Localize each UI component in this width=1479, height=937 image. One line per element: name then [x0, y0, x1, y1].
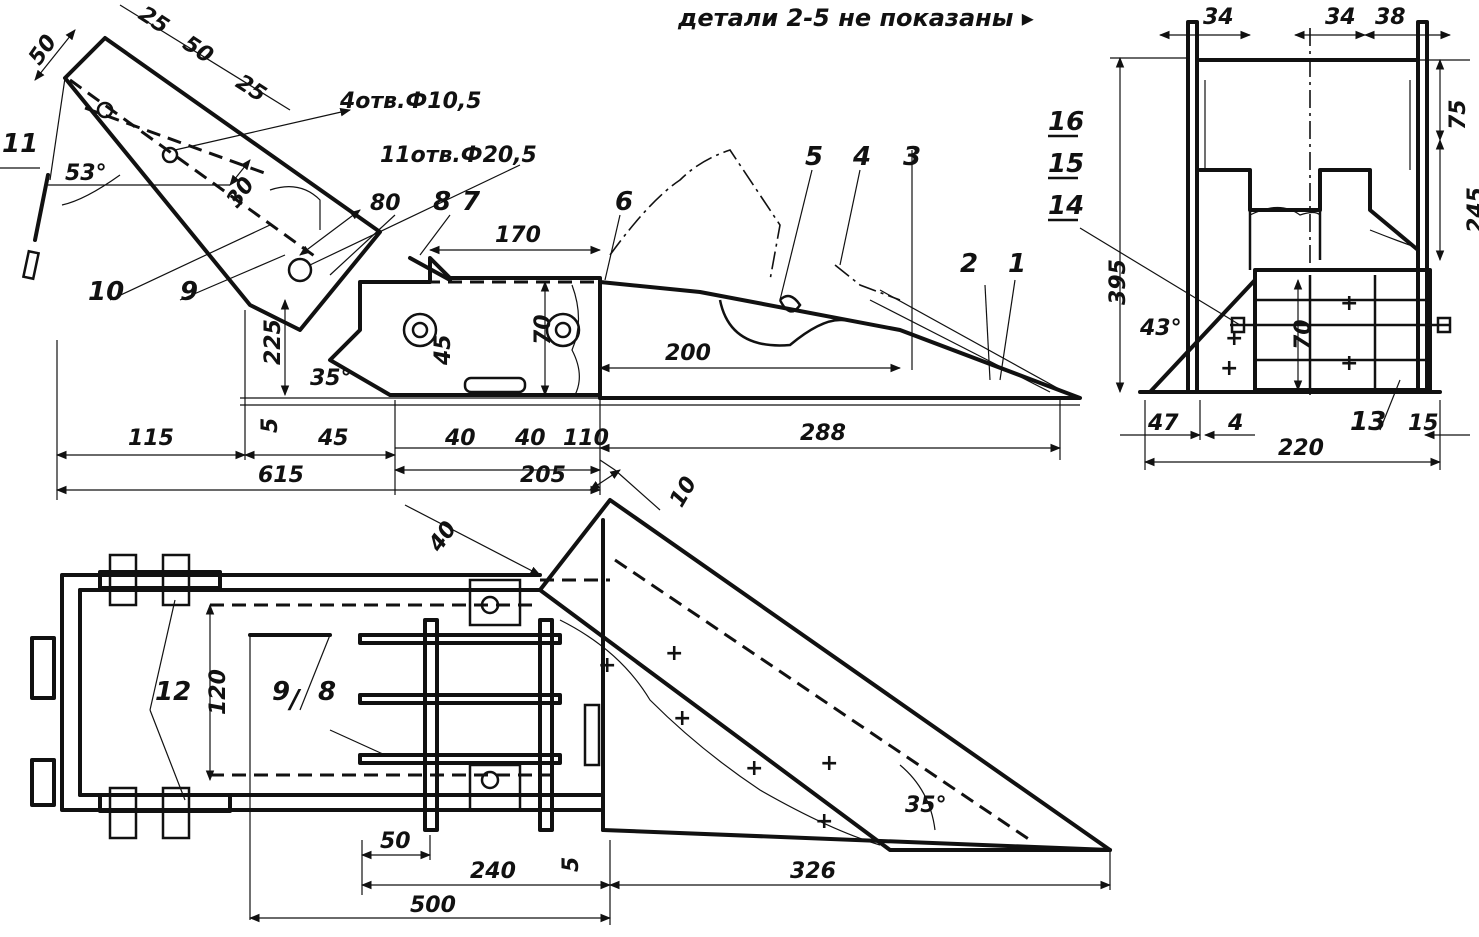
end-dim-245: 245: [1464, 187, 1479, 233]
end-post-right: [1416, 20, 1429, 394]
bolt-group-left: [98, 553, 232, 840]
svg-text:+: +: [665, 641, 683, 666]
part-label-1: 1: [1008, 249, 1026, 279]
plan-dim-120: 120: [206, 669, 231, 715]
arm-hidden-edge: [69, 78, 321, 262]
dim-5-side: 5: [258, 418, 283, 433]
end-post-left: [1186, 20, 1199, 394]
dim-288: 288: [800, 421, 846, 446]
angle-35-side: 35°: [310, 366, 352, 391]
part-label-13: 13: [1350, 407, 1386, 437]
svg-text:+: +: [1340, 351, 1358, 376]
dim-25-b: 25: [231, 70, 270, 108]
svg-text:+: +: [1220, 356, 1238, 381]
plan-dim-10: 10: [665, 473, 702, 512]
svg-text:+: +: [673, 706, 691, 731]
plan-dim-326: 326: [790, 859, 836, 884]
end-dim-15: 15: [1408, 411, 1439, 436]
base-plate: [328, 256, 602, 397]
end-dim-4: 4: [1227, 411, 1243, 436]
plan-dim-50: 50: [380, 829, 411, 854]
dim-170: 170: [495, 223, 541, 248]
svg-text:+: +: [1225, 326, 1243, 351]
svg-text:+: +: [598, 653, 616, 678]
end-dim-75: 75: [1446, 99, 1471, 130]
dim-50-b: 50: [178, 31, 217, 69]
svg-text:+: +: [820, 751, 838, 776]
svg-text:+: +: [815, 809, 833, 834]
angle-53: 53°: [65, 161, 107, 186]
hole-small-2: [161, 146, 179, 164]
end-dim-38: 38: [1375, 5, 1406, 30]
part-label-7: 7: [462, 187, 481, 217]
svg-text:+: +: [745, 756, 763, 781]
dim-50-top: 50: [24, 30, 62, 69]
part-label-4: 4: [852, 142, 871, 172]
coulter-body: [598, 280, 1082, 400]
part-label-14: 14: [1048, 191, 1084, 221]
part-11-strap: [33, 173, 50, 242]
plan-frame-outer: [60, 573, 602, 812]
dim-45-horizontal: 45: [317, 426, 349, 451]
dim-205: 205: [520, 463, 566, 488]
end-angle-43: 43°: [1139, 316, 1182, 341]
end-dim-395: 395: [1106, 259, 1131, 305]
part-label-12: 12: [155, 677, 191, 707]
end-dim-34-b: 34: [1325, 5, 1356, 30]
part-label-5: 5: [805, 142, 823, 172]
dim-40-b: 40: [514, 426, 546, 451]
end-dim-70: 70: [1291, 319, 1316, 350]
dim-225: 225: [261, 319, 286, 365]
dim-615: 615: [258, 463, 304, 488]
part-label-9: 9: [180, 277, 198, 307]
hole-large: [287, 257, 313, 283]
part-label-6: 6: [615, 187, 633, 217]
part-label-2: 2: [960, 249, 978, 279]
dim-115: 115: [128, 426, 174, 451]
dim-70: 70: [531, 314, 556, 345]
dim-40-a: 40: [444, 426, 476, 451]
plan-blade-hidden: [614, 558, 1031, 842]
side-view: [0, 4, 1082, 500]
holes-large-note: 11отв.Ф20,5: [380, 143, 537, 168]
plan-dim-5: 5: [559, 857, 584, 872]
bolt-left: [402, 312, 438, 348]
hole-small-1: [96, 101, 114, 119]
plan-view: + + + + + +: [30, 459, 1112, 925]
part-label-8: 8: [433, 187, 451, 217]
plan-dim-240: 240: [470, 859, 516, 884]
dim-45-vertical: 45: [431, 334, 456, 366]
part-label-9-plan: 9: [272, 677, 290, 707]
plan-dim-500: 500: [410, 893, 456, 918]
dim-110: 110: [563, 426, 609, 451]
plan-diagonal-blade: [538, 498, 1112, 852]
end-dim-34-a: 34: [1203, 5, 1234, 30]
plan-dim-40: 40: [423, 517, 462, 557]
part-label-3: 3: [903, 142, 921, 172]
part-label-8-plan: 8: [318, 677, 336, 707]
part-label-11: 11: [2, 129, 38, 159]
part-label-16: 16: [1048, 107, 1084, 137]
end-dim-220: 220: [1278, 436, 1324, 461]
part-label-10: 10: [88, 277, 124, 307]
plan-angle-35: 35°: [905, 793, 947, 818]
end-dim-47: 47: [1147, 411, 1179, 436]
note-parts-not-shown: детали 2-5 не показаны ▸: [677, 4, 1034, 32]
svg-text:+: +: [1340, 291, 1358, 316]
holes-small-note: 4отв.Ф10,5: [339, 89, 482, 114]
dim-80: 80: [370, 191, 401, 216]
dim-200: 200: [665, 341, 711, 366]
part-label-15: 15: [1048, 149, 1084, 179]
end-view: + + + +: [1079, 20, 1470, 470]
dim-30: 30: [222, 173, 260, 212]
svg-text:/: /: [287, 685, 302, 715]
